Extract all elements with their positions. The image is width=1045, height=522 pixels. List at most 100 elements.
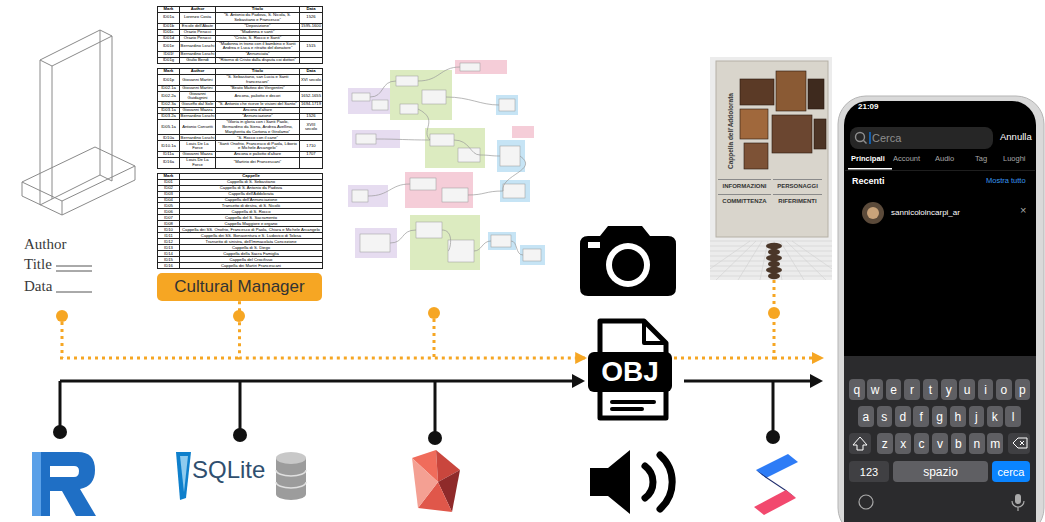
table-cell: Giovanni Martini <box>180 75 216 86</box>
table-text: “Annunciazione” <box>242 113 272 118</box>
panel-board <box>716 61 828 237</box>
document-icon-lines <box>56 266 92 292</box>
table-text: Giovanni Guidagnini <box>187 91 207 101</box>
obj-file-icon: OBJ <box>586 318 674 422</box>
table-cell: Bernardino Loschi <box>180 135 216 141</box>
search-field: Cerca <box>850 127 993 149</box>
table-text: Ancona, paliotto e decori <box>234 93 280 98</box>
keyboard-key: w <box>867 379 883 400</box>
data-table: MarkAuthorTitoloDataID01aLorenzo Costa“S… <box>157 6 323 64</box>
dynamo-wire <box>376 139 430 140</box>
table-text: 1526 <box>306 113 315 118</box>
orange-timeline <box>56 310 68 322</box>
table-text: Bernardino Loschi <box>181 51 215 56</box>
dynamo-wire <box>511 241 523 255</box>
table-text: “Beato Matteo dei Vergentini” <box>230 85 284 90</box>
table-text: Giovanni Mazza <box>182 151 212 156</box>
text-cursor <box>869 132 870 144</box>
table-cell: Antonio Consetti <box>180 120 216 135</box>
keyboard-key: p <box>1015 379 1031 400</box>
dynamo-node <box>400 104 418 114</box>
keyboard-key: h <box>950 406 966 427</box>
totem-figure <box>766 267 782 273</box>
key-label: h <box>955 410 962 424</box>
table-text: Giulio Bendi <box>186 57 209 62</box>
key-label: o <box>1001 383 1008 397</box>
camera-icon <box>588 242 600 248</box>
phone-illustration <box>867 207 879 219</box>
table-header: Titolo <box>252 6 263 11</box>
orange-timeline <box>60 357 239 360</box>
monolith-sketch <box>62 166 135 215</box>
keyboard-key: l <box>1005 406 1021 427</box>
table-text: ID14 <box>164 251 173 256</box>
dynamo-node <box>500 146 520 166</box>
table-cell: ID10.1a <box>158 141 180 152</box>
table-cell: Giovanni Martini <box>180 85 216 91</box>
table-text: Cappella Maggiore e organo <box>225 221 278 226</box>
table-header: Titolo <box>252 68 263 73</box>
table-cell: 1515 <box>300 41 323 52</box>
table-text: “S. Antonio da Padova, S. Nicola, S. Seb… <box>224 12 291 22</box>
table-text: “Deposizione” <box>245 23 271 28</box>
table-cell: Cappella dei SS. Onofrio, Francesco di P… <box>180 227 323 233</box>
dynamo-wire <box>390 230 416 243</box>
dynamo-group <box>520 245 545 265</box>
black-timeline <box>239 381 242 435</box>
data-table: MarkCappelleID01Cappella di S. Sebastian… <box>157 173 323 270</box>
table-cell: ID01p <box>158 75 180 86</box>
key-label: f <box>919 410 922 424</box>
phone-illustration <box>1013 438 1027 448</box>
orange-timeline <box>61 322 64 358</box>
key-label: a <box>863 410 870 424</box>
file-fold <box>644 321 666 343</box>
table-text: Cappella di S. Sebastiano <box>227 179 275 184</box>
black-timeline <box>434 381 437 438</box>
dynamo-graph <box>348 60 545 270</box>
table-text: ID12 <box>164 239 173 244</box>
keyboard-key: s <box>877 406 893 427</box>
phone-illustration <box>1008 433 1030 454</box>
table-text: ID06 <box>164 209 173 214</box>
keyboard-key: n <box>969 433 985 454</box>
key-label: m <box>990 437 1000 451</box>
table-text: “Santi Onofrio, Francesco di Paola, Libo… <box>218 141 297 151</box>
painting-image <box>740 79 774 105</box>
monolith-sketch <box>100 30 112 181</box>
table-text: ID03.2a <box>161 113 176 118</box>
table-text: ID05.1a <box>161 124 176 129</box>
link-text: Mostra tutto <box>986 177 1026 186</box>
totem-figure <box>768 249 780 255</box>
table-cell: Bernardino Loschi <box>180 114 216 120</box>
keyboard-key: m <box>987 433 1003 454</box>
totem-figure <box>766 243 782 249</box>
table-text: Cappella di S. Diego <box>232 245 270 250</box>
table-header: Mark <box>164 173 174 178</box>
key-label: q <box>853 383 860 397</box>
table-text: ID11 <box>164 233 173 238</box>
dynamo-wire <box>468 191 503 195</box>
dynamo-group <box>500 180 530 202</box>
key-label: e <box>890 383 897 397</box>
file-lines <box>612 407 642 411</box>
dynamo-wire <box>503 156 526 191</box>
key-label: cerca <box>998 466 1025 478</box>
camera-icon <box>580 226 676 296</box>
key-label: p <box>1019 383 1026 397</box>
table-body: MarkAuthorTitoloDataID01aLorenzo Costa“S… <box>158 7 323 64</box>
revit-logo <box>32 452 41 516</box>
phone-illustration <box>838 96 1044 522</box>
table-text: “Ritorno di Cristo dalla disputa coi dot… <box>219 57 296 62</box>
phone-illustration <box>1020 441 1024 445</box>
table-text: Antonio Consetti <box>182 124 213 129</box>
table-cell: ID16 <box>158 263 180 269</box>
key-label: r <box>910 383 914 397</box>
dynamo-wire <box>418 67 460 81</box>
table-text: “Cristo, S. Rocco e Santi” <box>234 35 281 40</box>
black-timeline <box>53 374 823 445</box>
keyboard-key: b <box>951 433 967 454</box>
file-type-label: OBJ <box>586 352 674 392</box>
panel-button: RIFERIMENTI <box>773 194 822 206</box>
table-text: XVIII secolo <box>305 122 317 132</box>
table-cell <box>300 58 323 64</box>
